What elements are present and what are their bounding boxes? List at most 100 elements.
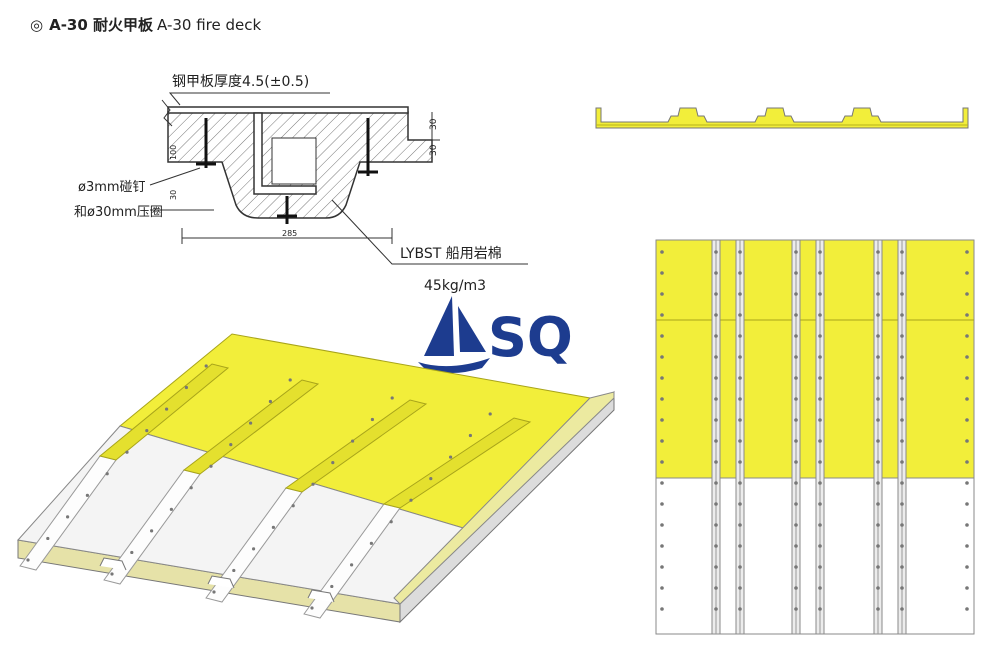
fastener-dot (965, 418, 969, 422)
fastener-dot (738, 355, 742, 359)
fastener-dot (204, 364, 208, 368)
fastener-dot (900, 376, 904, 380)
fastener-dot (468, 433, 472, 438)
fastener-dot (794, 418, 798, 422)
title-bold: A-30 耐火甲板 (49, 16, 154, 34)
fastener-dot (876, 271, 880, 275)
dim-30-top: 30 (429, 118, 439, 130)
fastener-dot (189, 486, 193, 490)
fastener-dot (794, 607, 798, 611)
fastener-dot (818, 607, 822, 611)
fastener-dot (900, 397, 904, 401)
fastener-dot (738, 565, 742, 569)
fastener-dot (818, 376, 822, 380)
fastener-dot (738, 376, 742, 380)
fastener-dot (900, 586, 904, 590)
fastener-dot (660, 355, 664, 359)
insulation-label: LYBST 船用岩棉 (400, 245, 502, 262)
fastener-dot (965, 376, 969, 380)
fastener-dot (738, 418, 742, 422)
fastener-dot (714, 271, 718, 275)
bullet-icon: ◎ (30, 16, 44, 34)
deck-ribs (19, 363, 532, 619)
fastener-dot (738, 439, 742, 443)
section-drawing: 钢甲板厚度4.5(±0.5) 30 30 100 30 285 ø3mm碰钉 和… (74, 74, 528, 294)
fastener-dot (714, 502, 718, 506)
fastener-dot (794, 586, 798, 590)
fastener-dot (660, 523, 664, 527)
fastener-dot (714, 250, 718, 254)
fastener-dot (714, 523, 718, 527)
fastener-dot (660, 250, 664, 254)
fastener-dot (965, 292, 969, 296)
fastener-dot (818, 481, 822, 485)
fastener-dot (66, 515, 70, 519)
fastener-dot (714, 481, 718, 485)
fastener-dot (876, 481, 880, 485)
fastener-dot (794, 271, 798, 275)
fastener-dot (660, 460, 664, 464)
fastener-dot (738, 502, 742, 506)
fastener-dot (714, 607, 718, 611)
fastener-dot (876, 460, 880, 464)
fastener-dot (794, 460, 798, 464)
fastener-dot (390, 396, 394, 400)
fastener-dot (876, 376, 880, 380)
plan-fasteners (660, 250, 969, 611)
fastener-dot (351, 439, 355, 443)
fastener-dot (794, 439, 798, 443)
fastener-dot (900, 523, 904, 527)
fastener-dot (965, 544, 969, 548)
fastener-dot (449, 455, 453, 459)
dim-width: 285 (282, 229, 297, 238)
fastener-dot (876, 397, 880, 401)
fastener-dot (212, 590, 216, 594)
fastener-dot (738, 397, 742, 401)
fastener-dot (85, 493, 89, 497)
fastener-dot (794, 313, 798, 317)
fastener-dot (660, 586, 664, 590)
fastener-dot (900, 418, 904, 422)
fastener-dot (876, 565, 880, 569)
fastener-dot (876, 250, 880, 254)
fastener-dot (965, 250, 969, 254)
fastener-dot (818, 271, 822, 275)
fastener-dot (876, 523, 880, 527)
fastener-dot (660, 502, 664, 506)
fastener-dot (165, 407, 169, 411)
fastener-dot (714, 418, 718, 422)
deck-profile (595, 107, 969, 129)
fastener-dot (965, 355, 969, 359)
fastener-dot (714, 586, 718, 590)
fastener-dot (794, 376, 798, 380)
fastener-dot (369, 541, 373, 545)
sq-logo: SQ (418, 296, 573, 373)
fastener-dot (125, 450, 129, 454)
fastener-dot (794, 292, 798, 296)
fastener-dot (714, 460, 718, 464)
fastener-dot (738, 292, 742, 296)
fastener-dot (311, 482, 315, 486)
fastener-dot (288, 378, 292, 382)
fastener-dot (876, 607, 880, 611)
fastener-dot (409, 498, 413, 502)
fastener-dot (794, 523, 798, 527)
fastener-dot (965, 481, 969, 485)
fastener-dot (900, 355, 904, 359)
dim-30-bottom: 30 (429, 144, 439, 156)
rib-upper (382, 417, 532, 509)
fastener-dot (900, 502, 904, 506)
fastener-dot (660, 607, 664, 611)
fastener-dot (660, 397, 664, 401)
fastener-dot (660, 565, 664, 569)
fastener-dot (900, 607, 904, 611)
fastener-dot (965, 586, 969, 590)
plan-view (655, 239, 975, 635)
fastener-dot (488, 412, 492, 416)
fastener-dot (738, 334, 742, 338)
rib-upper (182, 379, 320, 475)
fastener-dot (876, 586, 880, 590)
fastener-dot (738, 544, 742, 548)
